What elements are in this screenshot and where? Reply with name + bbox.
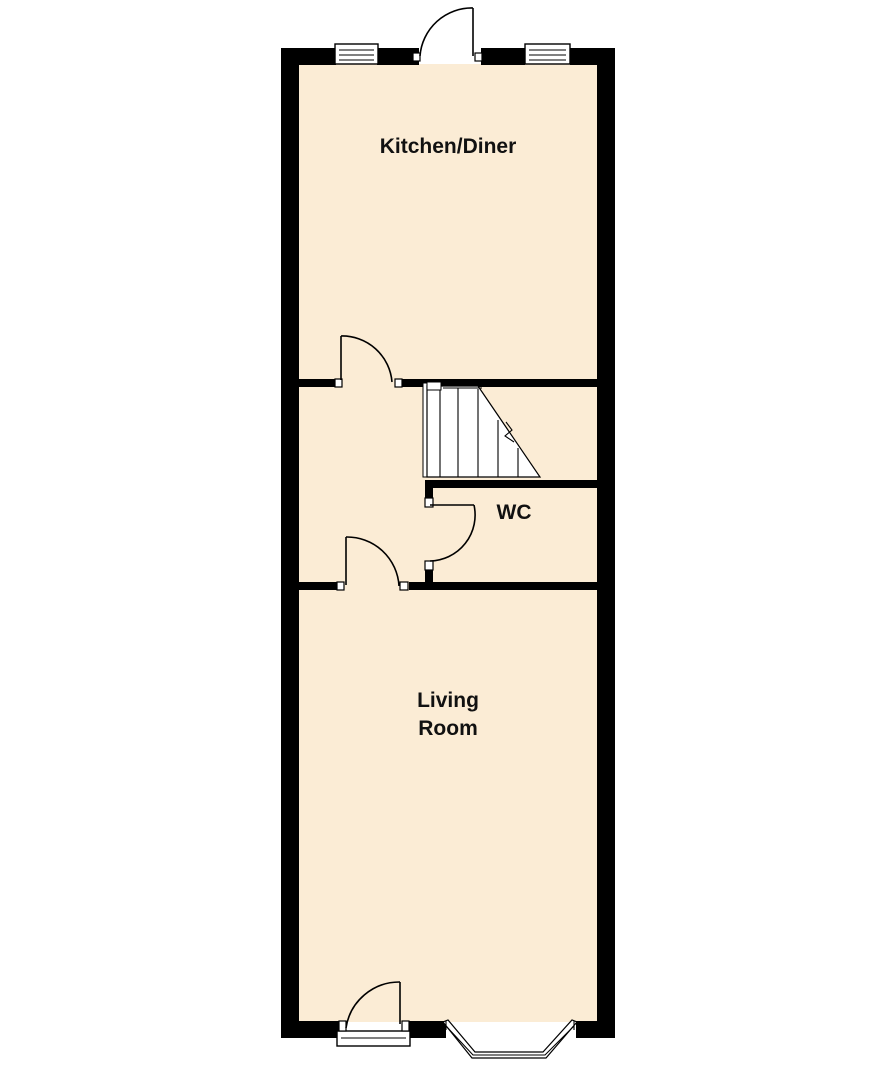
door-kitchen-rear [412, 7, 483, 62]
label-kitchen-diner: Kitchen/Diner [380, 135, 517, 158]
floor-area [298, 64, 598, 1022]
exterior-walls [281, 48, 615, 1038]
staircase [422, 381, 542, 478]
window-top-left [334, 43, 379, 65]
door-wc [424, 497, 476, 571]
bay-window [442, 1019, 579, 1059]
internal-walls [298, 379, 598, 590]
door-front [336, 981, 411, 1047]
door-kitchen-hall [334, 335, 403, 388]
label-wc: WC [497, 501, 532, 524]
label-living-room-line1: Living [417, 689, 479, 712]
label-living-room-line2: Room [418, 717, 478, 740]
door-hall-living [336, 536, 409, 591]
window-top-right [524, 43, 571, 65]
